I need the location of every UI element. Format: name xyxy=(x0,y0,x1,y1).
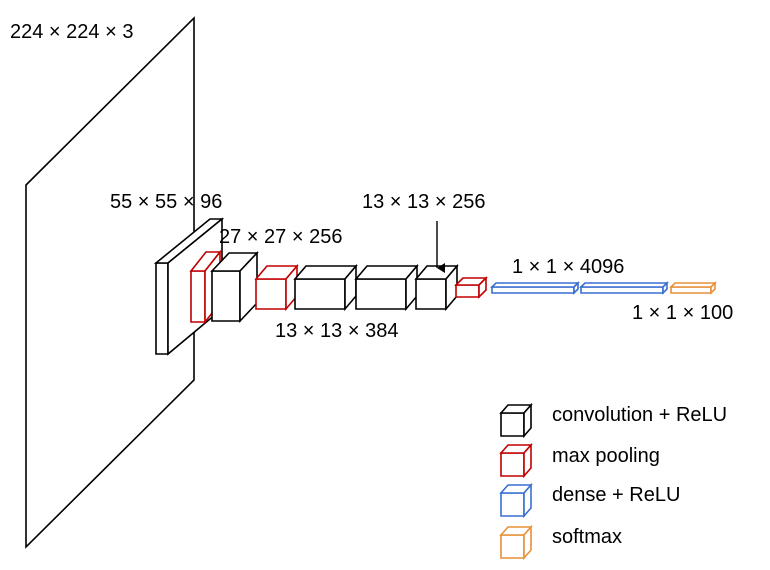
conv4-block xyxy=(354,263,419,312)
legend-pool-label: max pooling xyxy=(552,445,660,467)
conv2-block xyxy=(210,250,259,324)
conv5-size-label: 13 × 13 × 256 xyxy=(362,191,485,213)
legend-dense-label: dense + ReLU xyxy=(552,484,680,506)
pool3-block xyxy=(454,276,488,299)
legend-conv-label: convolution + ReLU xyxy=(552,404,727,426)
legend-softmax-swatch xyxy=(499,524,533,561)
legend-conv-swatch xyxy=(499,402,533,439)
conv5-block xyxy=(414,263,459,312)
conv3-block xyxy=(293,263,358,312)
dense1-block xyxy=(490,281,580,295)
output-size-label: 1 × 1 × 100 xyxy=(632,302,733,324)
dense2-block xyxy=(579,281,669,295)
conv2-size-label: 27 × 27 × 256 xyxy=(219,226,342,248)
softmax-block xyxy=(669,281,717,295)
conv1-size-label: 55 × 55 × 96 xyxy=(110,191,222,213)
input-size-label: 224 × 224 × 3 xyxy=(10,21,133,43)
legend-pool-swatch xyxy=(499,442,533,479)
legend-softmax-label: softmax xyxy=(552,526,622,548)
legend-dense-swatch xyxy=(499,482,533,519)
pool2-block xyxy=(254,263,299,312)
input-plane xyxy=(25,16,195,549)
legend: convolution + ReLU max pooling dense + R… xyxy=(499,402,727,561)
fc-size-label: 1 × 1 × 4096 xyxy=(512,256,624,278)
conv34-size-label: 13 × 13 × 384 xyxy=(275,320,398,342)
